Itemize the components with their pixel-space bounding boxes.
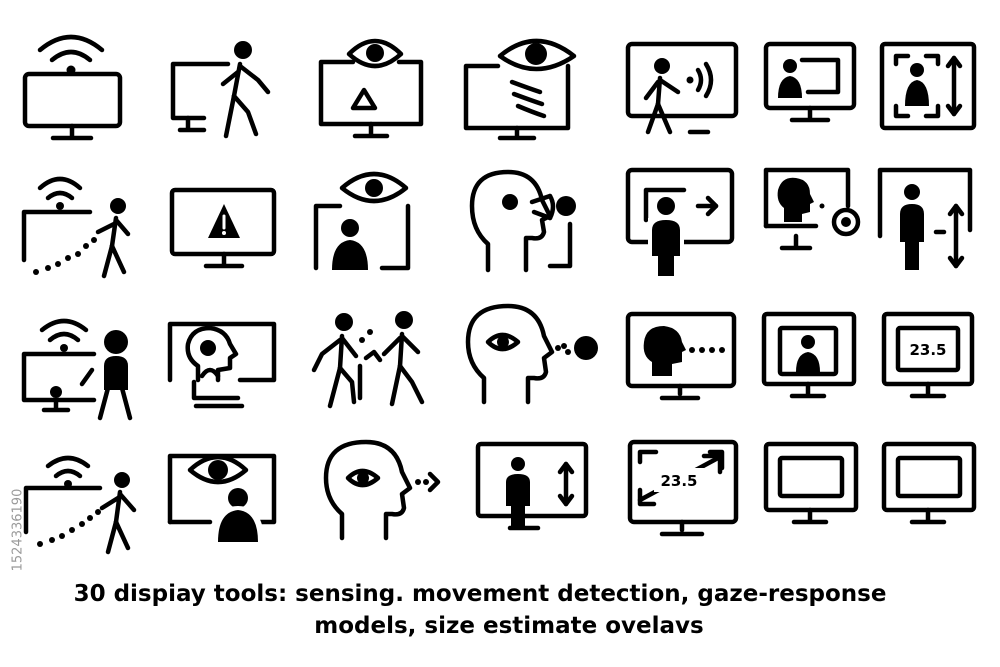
person-height-screen-icon — [474, 440, 590, 536]
wifi-sensor-walker-icon-2 — [20, 452, 140, 560]
caption-line-1: 30 dispiay tools: sensing. movement dete… — [73, 581, 887, 607]
size-readout-monitor-icon: 23.5 — [880, 310, 976, 404]
size-diagonal-monitor-icon: 23.5 — [626, 438, 742, 540]
double-frame-monitor-icon — [762, 440, 860, 532]
head-profile-monitor-icon — [166, 320, 278, 410]
caption-line-2: models, size estimate ovelavs — [314, 613, 704, 639]
person-arrow-monitor-icon — [624, 166, 736, 278]
eye-person-monitor-icon — [166, 446, 278, 542]
head-eye-gaze-icon — [464, 302, 598, 406]
person-height-monitor-icon — [876, 166, 976, 270]
size-value-text: 23.5 — [909, 341, 946, 359]
size-value-text: 23.5 — [660, 472, 697, 490]
person-monitor-icon — [760, 310, 858, 404]
wifi-monitor-icon — [20, 28, 130, 144]
two-walkers-icon — [306, 311, 436, 410]
person-walking-monitor-icon — [168, 41, 280, 140]
eye-monitor-person-icon — [310, 168, 422, 276]
head-gaze-icon — [466, 166, 576, 274]
head-target-monitor-icon — [762, 166, 874, 258]
head-dots-monitor-icon — [624, 310, 740, 404]
eye-monitor-scan-icon — [462, 34, 582, 142]
head-eye-dots-icon — [322, 438, 448, 542]
person-height-frame-icon — [878, 40, 978, 132]
stock-id-text: 1524336190 — [10, 488, 26, 572]
stock-id-watermark: 1524336190 — [8, 425, 28, 635]
wifi-sensor-walker-icon — [20, 172, 136, 282]
caption: 30 dispiay tools: sensing. movement dete… — [0, 578, 1000, 642]
wifi-monitor-walker-icon — [20, 314, 138, 422]
eye-monitor-alert-icon — [315, 34, 427, 142]
double-frame-monitor-icon-2 — [880, 440, 978, 532]
monitor-warning-icon — [168, 186, 278, 276]
presenter-monitor-icon — [762, 40, 858, 132]
person-signal-monitor-icon — [624, 40, 740, 138]
